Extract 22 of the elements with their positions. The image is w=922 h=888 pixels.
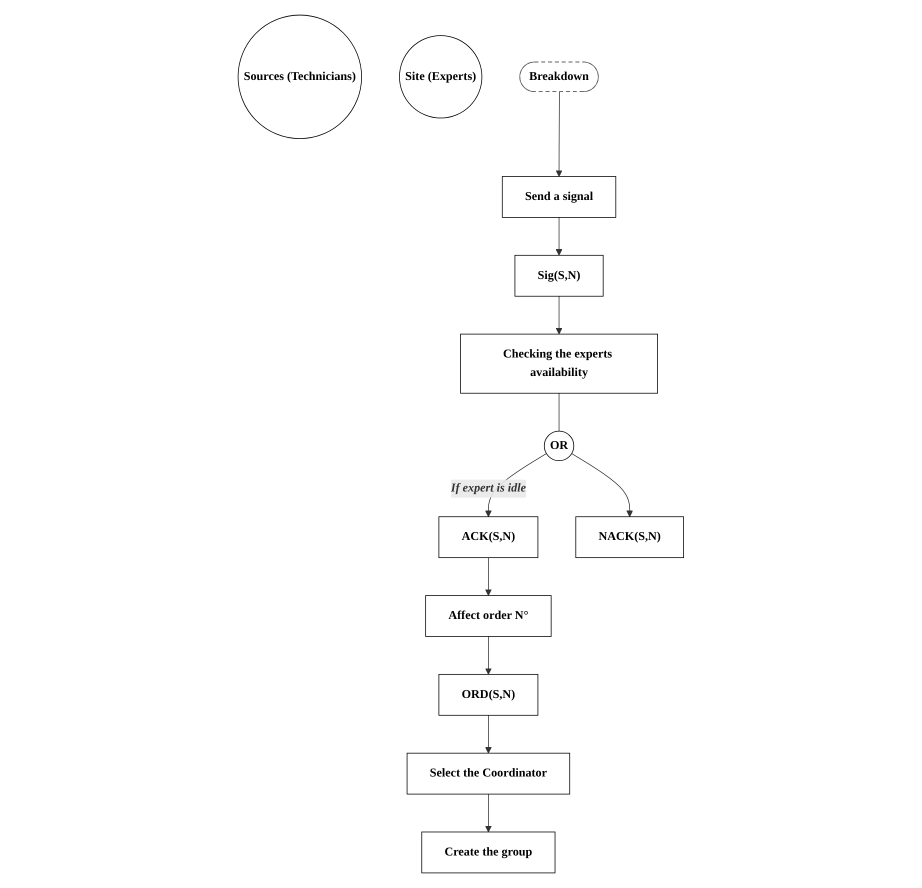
node-circle: Site (Experts) [399,35,482,118]
node-box: Create the group [422,832,556,874]
arrow [556,217,563,256]
arrow [485,557,492,596]
node-box: Affect order N° [425,595,552,637]
node-box: NACK(S,N) [576,516,684,558]
node-box: Sig(S,N) [514,254,604,297]
arrow [485,636,492,675]
arrow [485,714,492,754]
connector [558,392,560,432]
node-box: ORD(S,N) [438,674,538,716]
edge-label: If expert is idle [451,482,526,495]
arrow [485,794,492,832]
node-box: ACK(S,N) [438,516,538,558]
node-circle: OR [544,430,574,462]
arrow [571,453,634,518]
node-box: Send a signal [502,176,616,218]
node-circle: Sources (Technicians) [238,14,362,139]
arrow [556,92,563,177]
node-box: Checking the experts availability [460,334,658,394]
node-box: Select the Coordinator [406,752,570,794]
arrow [556,296,563,334]
